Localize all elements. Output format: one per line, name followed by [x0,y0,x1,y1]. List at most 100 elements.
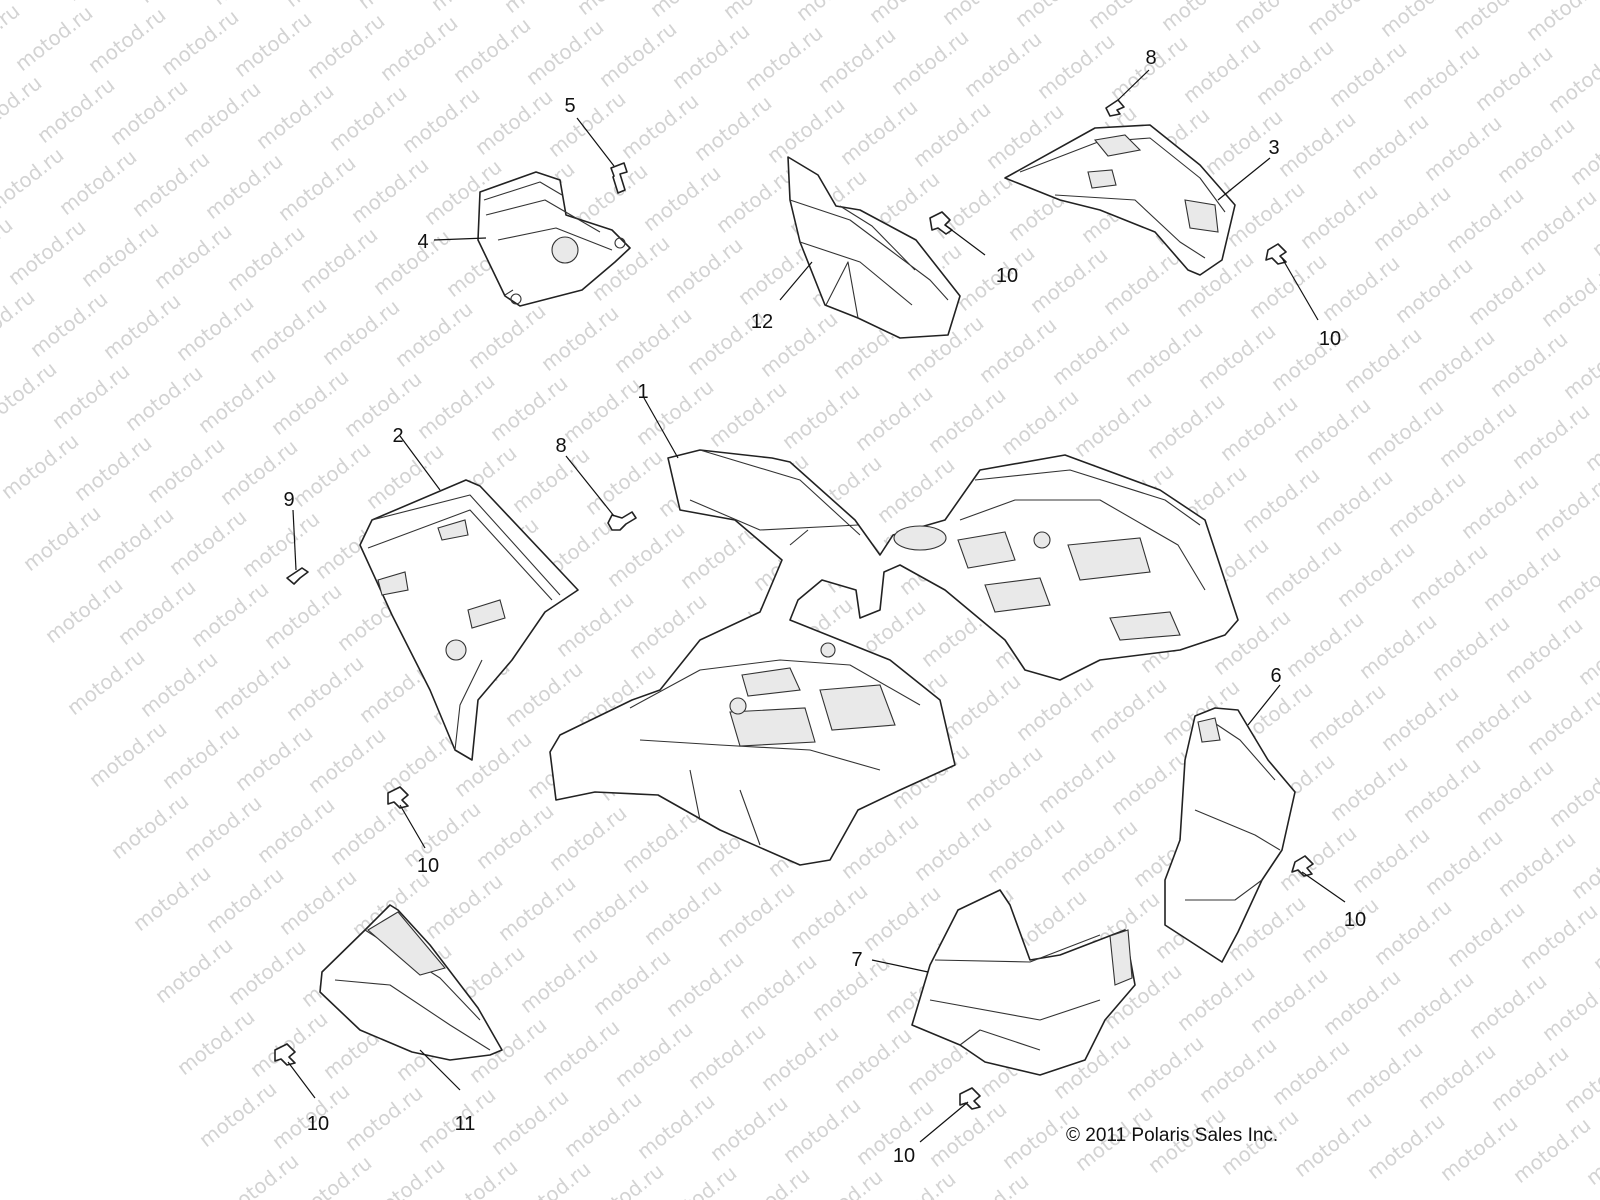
part-6-right-panel [1164,707,1296,963]
watermark-text: motod.ru [375,11,462,86]
watermark-text: motod.ru [858,881,945,956]
watermark-text: motod.ru [872,453,959,528]
watermark-text: motod.ru [756,1021,843,1096]
watermark-text: motod.ru [207,0,294,10]
watermark-text: motod.ru [346,153,433,228]
watermark-text: motod.ru [661,947,748,1022]
watermark-text: motod.ru [398,797,485,872]
callout-3: 3 [1268,137,1279,159]
watermark-text: motod.ru [1274,821,1361,896]
watermark-text: motod.ru [339,367,426,442]
callout-10-d: 10 [1344,909,1366,931]
watermark-text: motod.ru [1391,967,1478,1042]
push-pin-10-e [274,1043,296,1066]
watermark-text: motod.ru [486,1085,573,1160]
watermark-text: motod.ru [1486,1041,1573,1116]
callout-7: 7 [851,949,862,971]
watermark-text: motod.ru [435,1155,522,1200]
watermark-text: motod.ru [1463,255,1550,330]
watermark-text: motod.ru [164,505,251,580]
watermark-text: motod.ru [397,83,484,158]
watermark-text: motod.ru [32,73,119,148]
watermark-text: motod.ru [120,361,207,436]
watermark-text: motod.ru [500,657,587,732]
part-7-lower-panel [911,889,1136,1076]
callout-8-upper: 8 [1145,47,1156,69]
watermark-text: motod.ru [610,1017,697,1092]
watermark-text: motod.ru [1493,827,1580,902]
watermark-text: motod.ru [412,369,499,444]
watermark-text: motod.ru [521,15,608,90]
watermark-text: motod.ru [566,873,653,948]
watermark-text: motod.ru [778,1093,865,1168]
watermark-text: motod.ru [718,0,805,24]
watermark-text: motod.ru [1448,0,1535,44]
watermark-text: motod.ru [10,1,97,76]
watermark-text: motod.ru [886,25,973,100]
watermark-text: motod.ru [1172,961,1259,1036]
watermark-text: motod.ru [149,219,236,294]
watermark-text: motod.ru [106,789,193,864]
watermark-text: motod.ru [1244,249,1331,324]
watermark-text: motod.ru [186,577,273,652]
watermark-text: motod.ru [134,0,221,8]
watermark-text: motod.ru [1529,471,1600,546]
watermark-text: motod.ru [1055,815,1142,890]
watermark-text: motod.ru [515,943,602,1018]
push-pin-10-d [1291,855,1314,877]
watermark-text: motod.ru [1032,29,1119,104]
watermark-text: motod.ru [69,431,156,506]
watermark-text: motod.ru [1522,685,1600,760]
watermark-text: motod.ru [135,647,222,722]
watermark-text: motod.ru [762,93,849,168]
part-8-bolt-lower [607,511,637,531]
watermark-text: motod.ru [245,1007,332,1082]
watermark-text: motod.ru [193,363,280,438]
watermark-text: motod.ru [273,151,360,226]
watermark-text: motod.ru [171,291,258,366]
watermark-text: motod.ru [1025,243,1112,318]
watermark-text: motod.ru [237,507,324,582]
callout-12: 12 [751,311,773,333]
watermark-text: motod.ru [1193,319,1280,394]
watermark-text: motod.ru [179,791,266,866]
watermark-text: motod.ru [785,879,872,954]
part-5-bolt [610,162,628,194]
watermark-text: motod.ru [1397,39,1484,114]
watermark-text: motod.ru [638,161,725,236]
watermark-text: motod.ru [1376,681,1463,756]
watermark-text: motod.ru [835,95,922,170]
watermark-text: motod.ru [1464,969,1551,1044]
watermark-text: motod.ru [544,801,631,876]
watermark-text: motod.ru [1106,745,1193,820]
watermark-text: motod.ru [734,949,821,1024]
watermark-text: motod.ru [281,651,368,726]
watermark-text: motod.ru [1084,673,1171,748]
push-pin-10-c [387,786,409,809]
watermark-text: motod.ru [924,1097,1011,1172]
watermark-text: motod.ru [426,0,513,16]
watermark-text: motod.ru [54,145,141,220]
watermark-text: motod.ru [1500,613,1587,688]
watermark-text: motod.ru [508,1157,595,1200]
watermark-text: motod.ru [864,0,951,28]
part-3-side-panel [1004,124,1236,276]
watermark-text: motod.ru [127,147,214,222]
watermark-text: motod.ru [18,501,105,576]
watermark-text: motod.ru [368,225,455,300]
watermark-text: motod.ru [229,7,316,82]
watermark-text: motod.ru [689,91,776,166]
watermark-text: motod.ru [280,0,367,12]
watermark-text: motod.ru [1456,469,1543,544]
watermark-text: motod.ru [791,0,878,26]
watermark-text: motod.ru [223,935,310,1010]
watermark-text: motod.ru [1120,317,1207,392]
watermark-text: motod.ru [216,1149,303,1200]
watermark-text: motod.ru [1098,245,1185,320]
watermark-text: motod.ru [1485,327,1572,402]
watermark-text: motod.ru [83,3,170,78]
watermark-text: motod.ru [1507,399,1594,474]
part-11-lower-left-panel [319,904,503,1061]
watermark-text: motod.ru [1449,683,1536,758]
